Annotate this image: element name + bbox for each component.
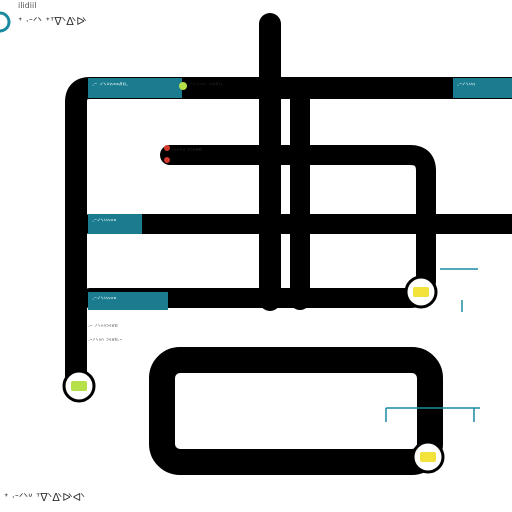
- track-route-lower-loop: [149, 347, 443, 475]
- station-marker-red-1[interactable]: [164, 145, 170, 151]
- label-tile-top-right: [453, 78, 512, 98]
- footer-title: ᐩ ᐧᐨᐟᐠᐡ ᐪᐫᐬᐭᐮ: [4, 491, 85, 504]
- label-top-right: ᐧᐨᐟᐠᐡᐢ: [457, 81, 476, 90]
- station-marker-red-2[interactable]: [164, 157, 170, 163]
- node-badge-bottom: [420, 452, 436, 462]
- node-badge-left: [71, 381, 87, 391]
- label-lower-left: ᐧᐨᐟᐠᐡᐢᐣᐤ: [92, 295, 117, 304]
- caption-side-2: ᐧᐨᐟᐠᐡᐢ ᐣᐤᐥᐦᐧᐨ: [88, 337, 123, 345]
- header-ring-icon: [0, 11, 11, 33]
- label-top-left: ᐧᐨ ᐟᐠᐡᐢᐣᐤᐥᐦᐧ: [92, 81, 128, 90]
- header-corner-text: ilidiil: [18, 1, 37, 10]
- caption-inner: ᐧᐨᐟᐠᐡ ᐢᐣᐤᐥᐦ: [172, 147, 202, 155]
- station-marker-green[interactable]: [179, 82, 187, 90]
- caption-top-center: ᐧᐨᐟᐠᐡᐢ ᐣᐤᐥᐦᐧ: [188, 81, 224, 90]
- node-badge-right: [413, 287, 429, 297]
- label-tile-mid-left: [88, 214, 142, 234]
- caption-side-1: ᐧᐨ ᐟᐠᐡᐢᐣᐤᐥᐦ: [88, 323, 118, 331]
- label-tile-lower-left: [88, 292, 168, 310]
- label-tile-top-left: [88, 78, 182, 98]
- header-title: ᐩ ᐧᐨᐟᐠ ᐩᐪᐫᐬᐭ: [18, 15, 87, 28]
- label-mid-left: ᐧᐨᐟᐠᐡᐢᐣᐤ: [92, 217, 117, 226]
